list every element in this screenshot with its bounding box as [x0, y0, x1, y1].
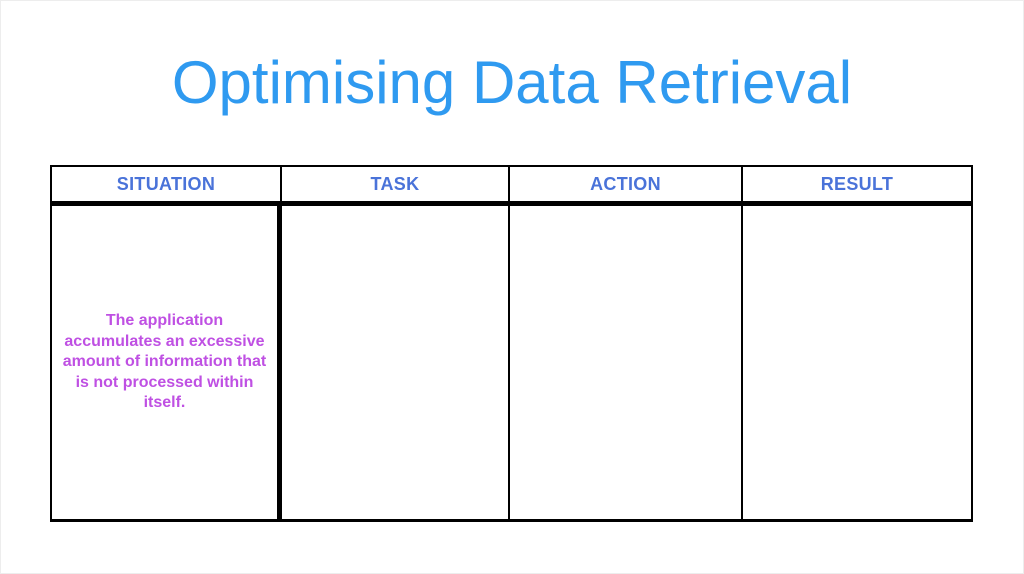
cell-action: [510, 206, 743, 519]
star-table: SITUATION TASK ACTION RESULT The applica…: [50, 165, 973, 522]
page-title: Optimising Data Retrieval: [171, 49, 853, 116]
column-header-task: TASK: [281, 167, 510, 206]
column-header-action: ACTION: [510, 167, 743, 206]
column-header-situation: SITUATION: [52, 167, 282, 206]
cell-situation: The application accumulates an excessive…: [52, 206, 282, 519]
column-header-result: RESULT: [742, 167, 971, 206]
cell-result: [743, 206, 971, 519]
cell-task: [282, 206, 510, 519]
situation-text: The application accumulates an excessive…: [62, 311, 267, 412]
